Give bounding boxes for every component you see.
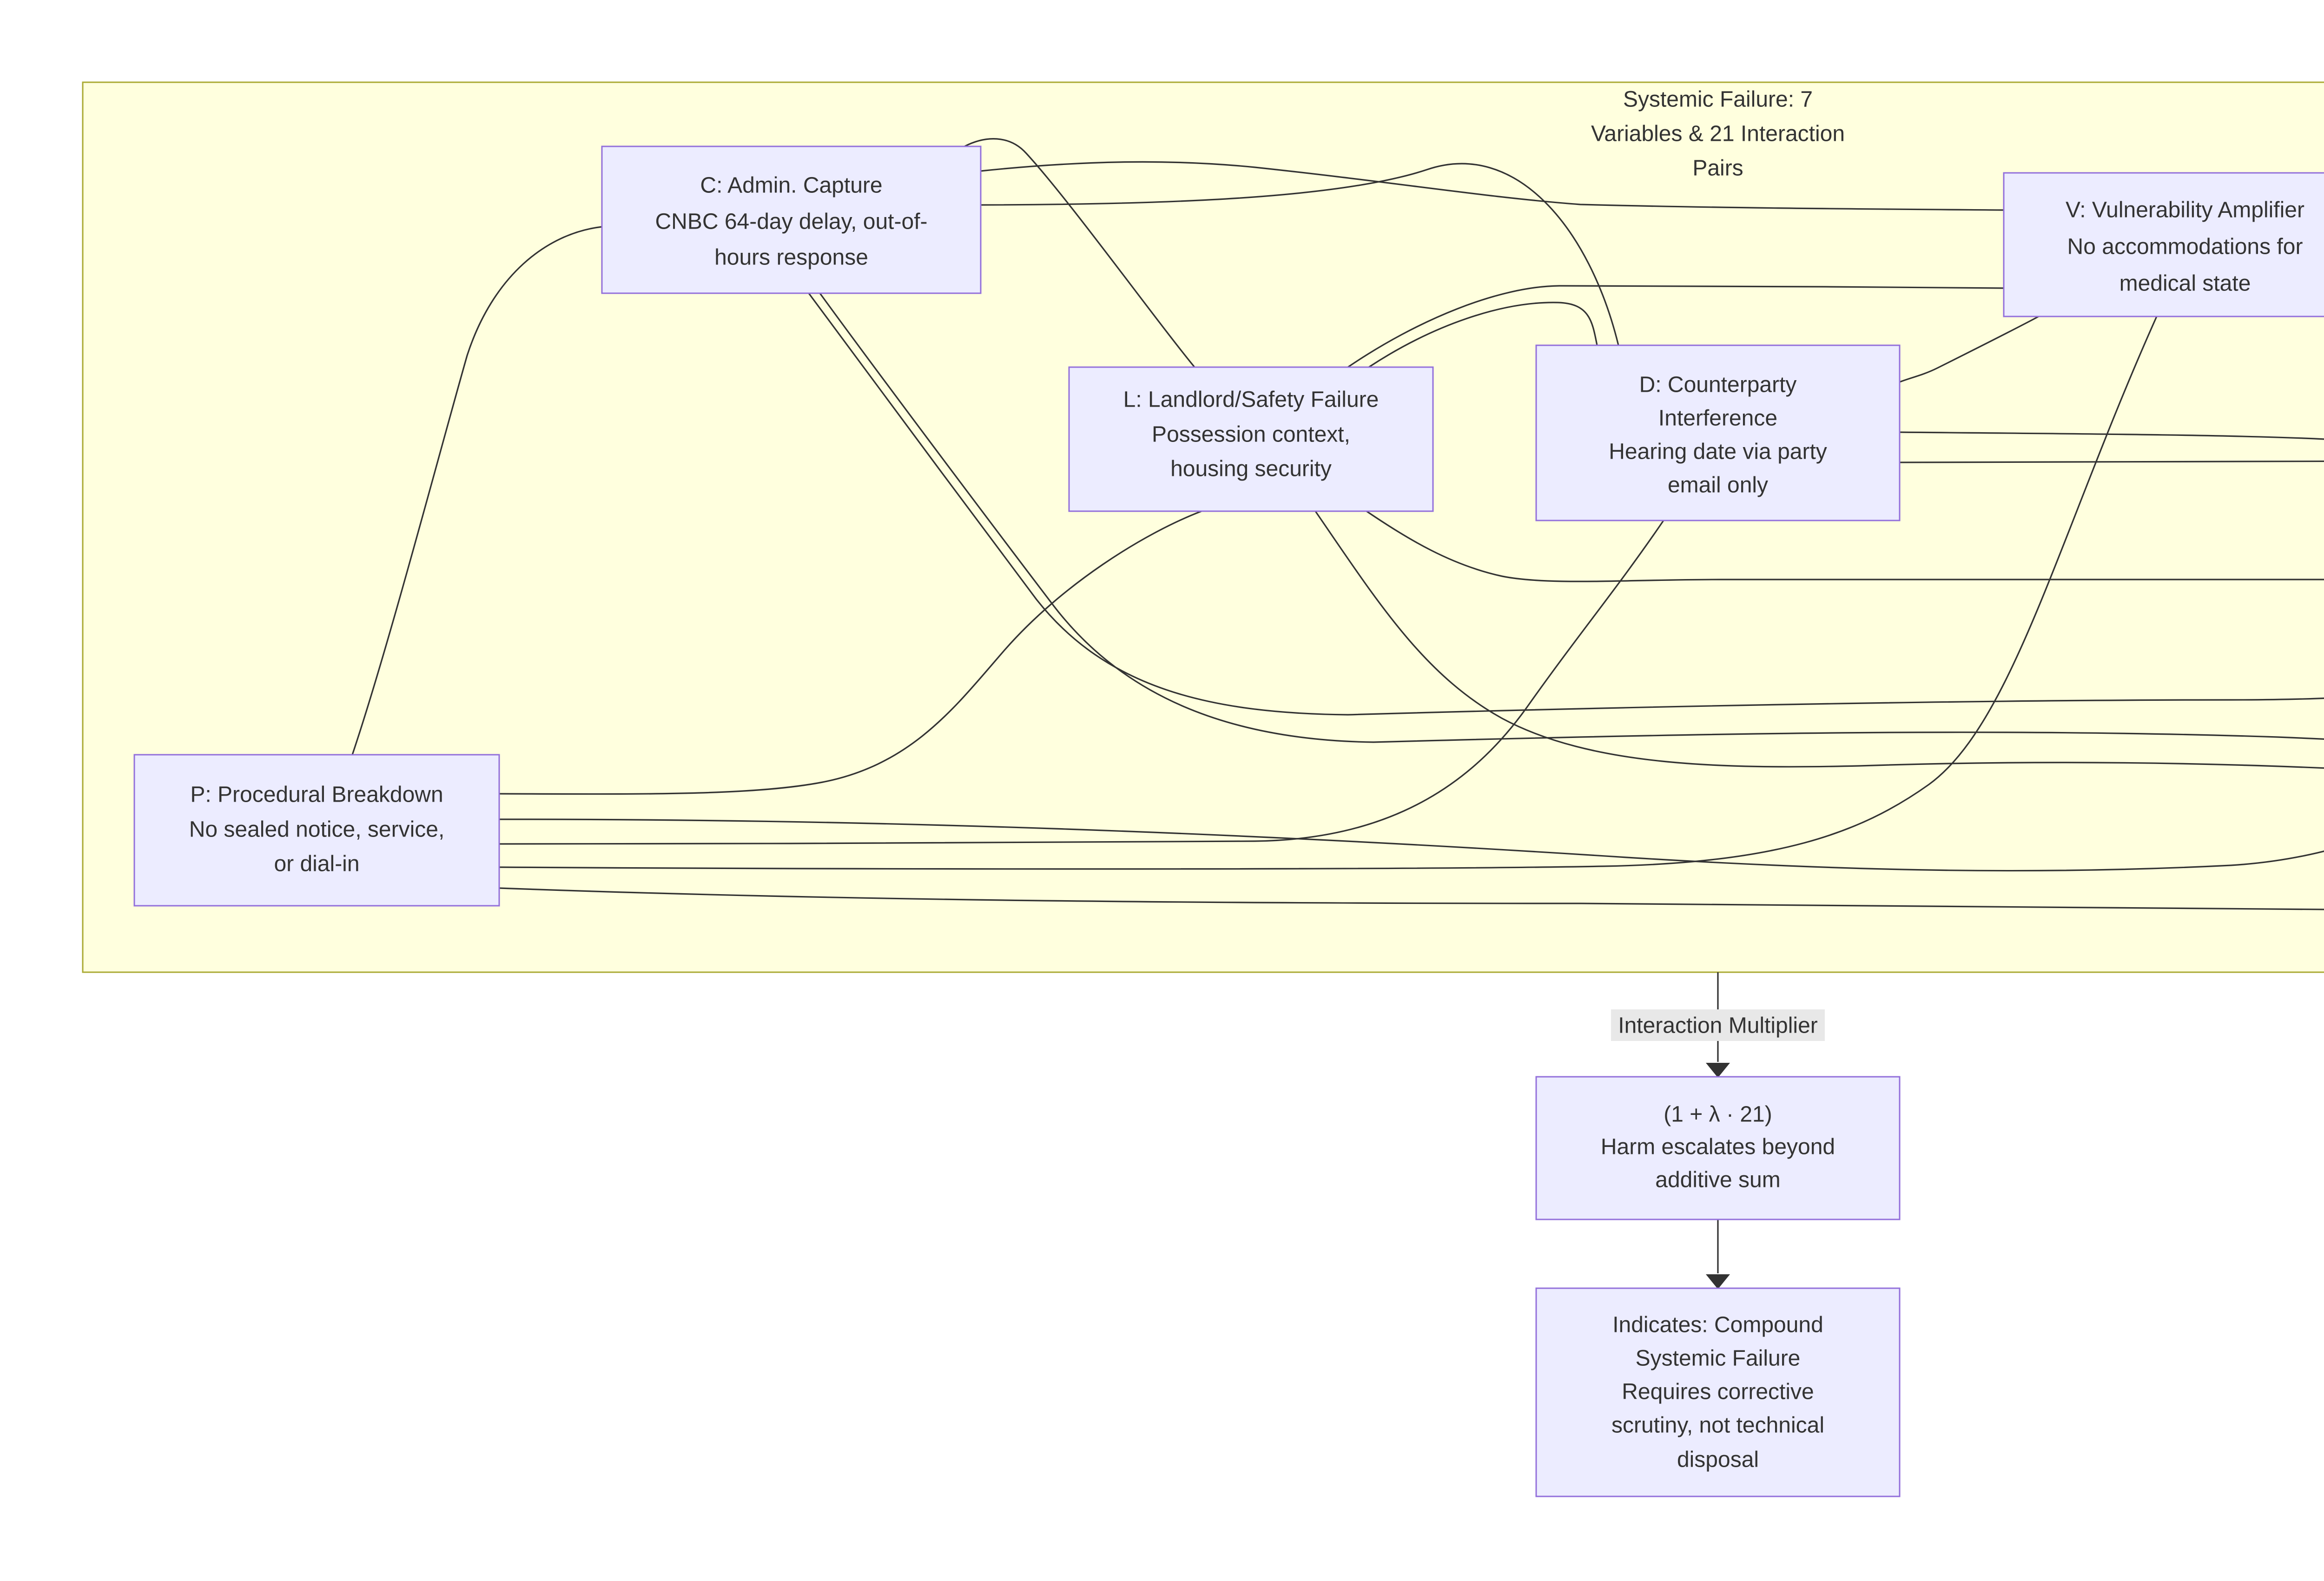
svg-text:Hearing date via party: Hearing date via party xyxy=(1609,440,1827,464)
svg-text:Requires corrective: Requires corrective xyxy=(1622,1380,1814,1404)
svg-text:or dial-in: or dial-in xyxy=(274,852,359,876)
svg-text:Interference: Interference xyxy=(1658,406,1777,431)
svg-text:D: Counterparty: D: Counterparty xyxy=(1639,373,1797,397)
svg-text:L: Landlord/Safety Failure: L: Landlord/Safety Failure xyxy=(1123,388,1379,412)
svg-text:additive sum: additive sum xyxy=(1655,1168,1780,1192)
svg-text:Systemic Failure: 7: Systemic Failure: 7 xyxy=(1623,87,1813,112)
svg-text:medical state: medical state xyxy=(2119,271,2251,296)
svg-text:(1 + λ · 21): (1 + λ · 21) xyxy=(1664,1102,1772,1127)
svg-text:V: Vulnerability Amplifier: V: Vulnerability Amplifier xyxy=(2066,198,2304,223)
svg-text:Systemic Failure: Systemic Failure xyxy=(1636,1346,1801,1371)
svg-text:C: Admin. Capture: C: Admin. Capture xyxy=(700,173,882,198)
svg-text:Pairs: Pairs xyxy=(1692,156,1743,181)
svg-text:Possession context,: Possession context, xyxy=(1152,422,1350,447)
svg-text:Variables & 21 Interaction: Variables & 21 Interaction xyxy=(1591,122,1845,146)
svg-text:No sealed notice, service,: No sealed notice, service, xyxy=(189,817,445,842)
svg-text:Interaction Multiplier: Interaction Multiplier xyxy=(1618,1014,1818,1038)
svg-text:disposal: disposal xyxy=(1677,1448,1759,1472)
svg-text:housing security: housing security xyxy=(1170,457,1332,481)
svg-text:scrutiny, not technical: scrutiny, not technical xyxy=(1611,1413,1824,1438)
svg-text:P: Procedural Breakdown: P: Procedural Breakdown xyxy=(190,783,443,807)
svg-text:Harm escalates beyond: Harm escalates beyond xyxy=(1601,1135,1835,1159)
svg-text:CNBC 64-day delay, out-of-: CNBC 64-day delay, out-of- xyxy=(655,210,927,234)
svg-text:Indicates: Compound: Indicates: Compound xyxy=(1612,1313,1823,1337)
svg-text:No accommodations for: No accommodations for xyxy=(2067,235,2303,259)
svg-text:email only: email only xyxy=(1668,473,1768,498)
svg-text:hours response: hours response xyxy=(714,245,868,270)
